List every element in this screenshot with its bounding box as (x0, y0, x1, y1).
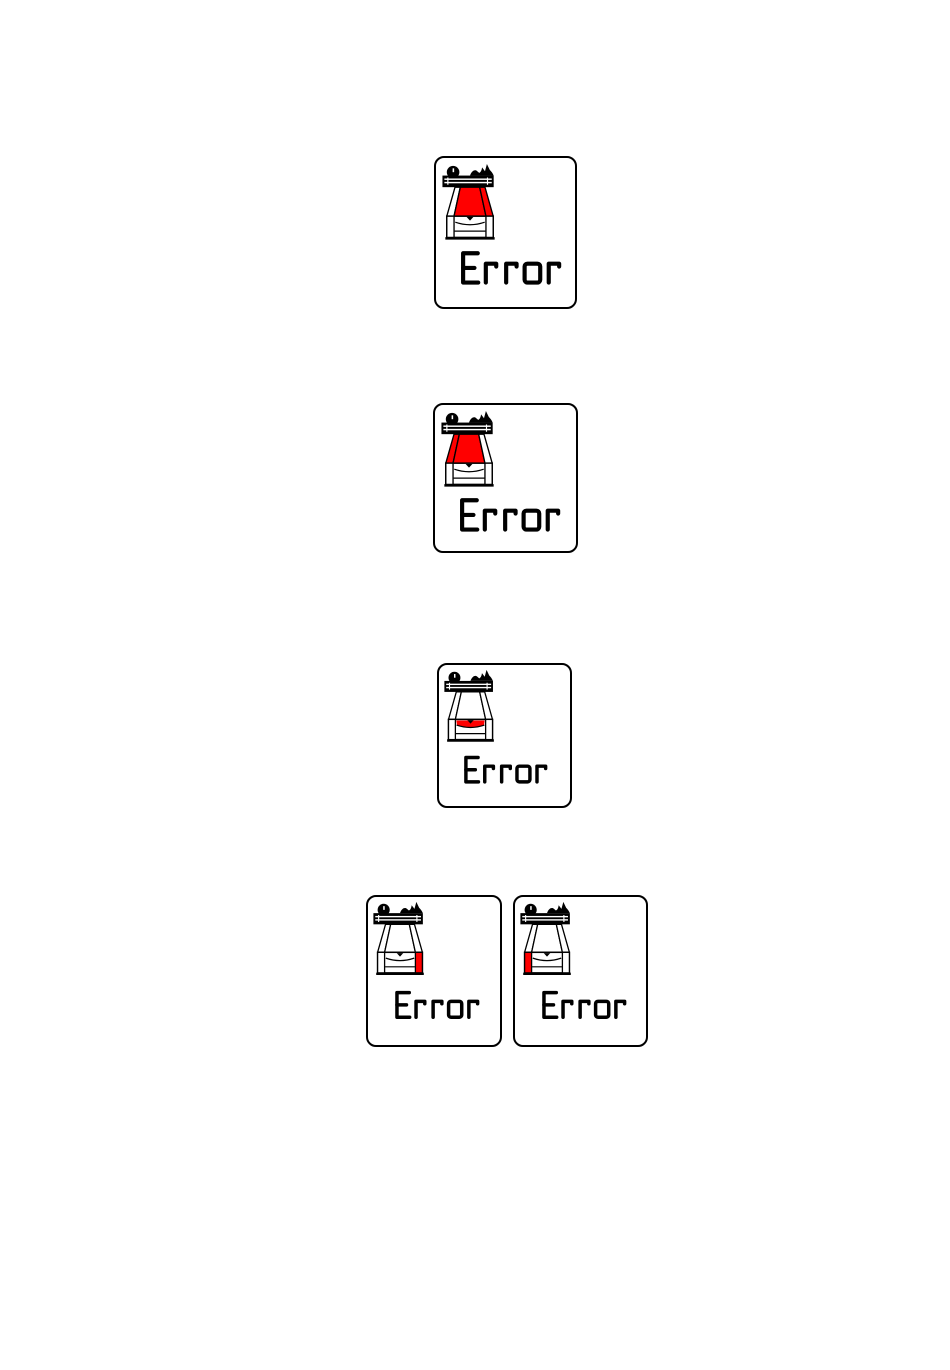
lcd-error-panel-top-cover-right: Error (434, 156, 577, 309)
printer-error-location-icon (441, 163, 499, 241)
error-lcd-text: Error (460, 754, 548, 785)
printer-error-location-icon (519, 901, 575, 977)
error-lcd-text: Error (455, 496, 561, 534)
printer-error-location-icon (372, 901, 428, 977)
lcd-error-panel-right-side: Error (366, 895, 502, 1047)
error-lcd-text: Error (456, 249, 562, 287)
printer-error-location-icon (443, 669, 498, 743)
error-lcd-text: Error (538, 989, 627, 1021)
printer-error-location-icon (440, 410, 498, 488)
lcd-error-panel-output-slot: Error (437, 663, 572, 808)
error-lcd-text: Error (391, 989, 480, 1021)
lcd-error-panel-top-cover-left: Error (433, 403, 578, 553)
lcd-error-panel-left-side: Error (513, 895, 648, 1047)
